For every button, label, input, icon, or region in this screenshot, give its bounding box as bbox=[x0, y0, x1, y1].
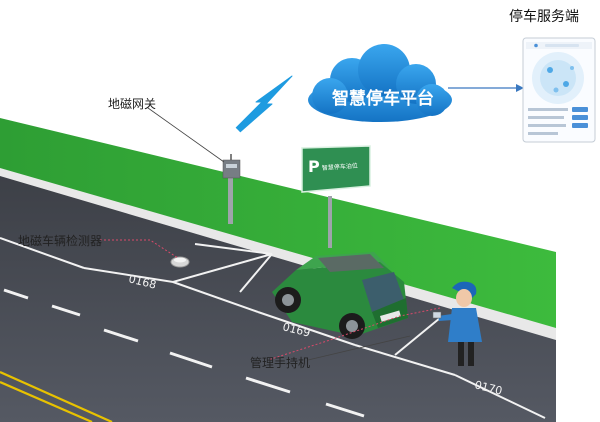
app-title: 停车服务端 bbox=[509, 9, 579, 25]
yellow-center-lines bbox=[0, 370, 113, 422]
car-icon bbox=[272, 252, 408, 339]
phone-app-screen bbox=[522, 37, 596, 143]
gateway-label: 地磁网关 bbox=[108, 97, 157, 111]
detector-label: 地磁车辆检测器 bbox=[18, 234, 103, 248]
svg-text:智慧停车泊位: 智慧停车泊位 bbox=[322, 162, 358, 172]
handheld-label: 管理手持机 bbox=[250, 356, 311, 370]
signal-bolt-icon bbox=[235, 75, 293, 133]
parking-sign-icon: P 智慧停车泊位 bbox=[301, 145, 371, 248]
svg-text:P: P bbox=[308, 157, 320, 176]
cloud-platform-label: 智慧停车平台 bbox=[332, 88, 434, 109]
parking-slot-lines bbox=[0, 237, 546, 419]
curb bbox=[0, 168, 556, 340]
grass-strip bbox=[0, 118, 556, 330]
cloud-platform-icon bbox=[308, 44, 452, 122]
attendant-person-icon bbox=[432, 281, 482, 366]
lane-dashes bbox=[3, 288, 365, 418]
gateway-device-icon bbox=[222, 154, 241, 224]
handheld-leader-line bbox=[307, 335, 411, 361]
gateway-leader-line bbox=[147, 107, 225, 163]
handheld-beam bbox=[267, 307, 441, 361]
detector-leader-line bbox=[100, 239, 179, 259]
